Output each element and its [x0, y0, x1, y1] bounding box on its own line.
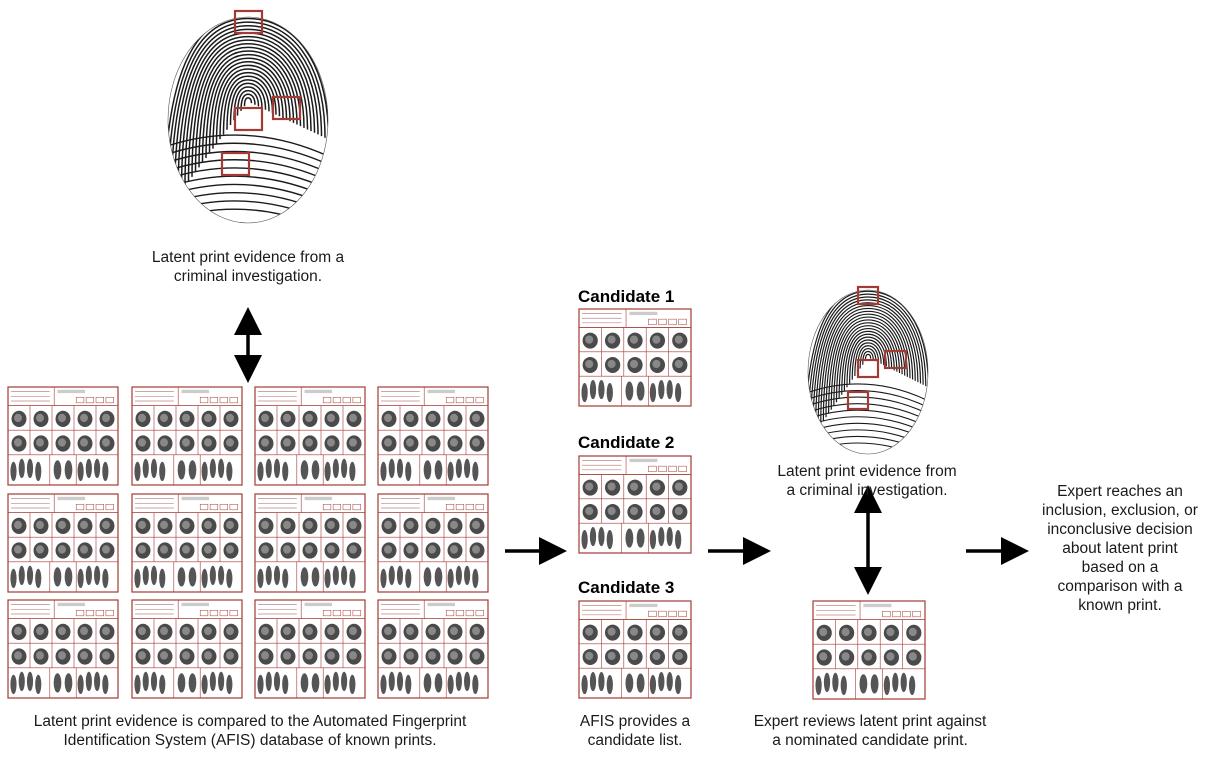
highlight-box — [883, 349, 908, 370]
highlight-box — [846, 390, 870, 411]
database-card — [7, 599, 119, 699]
highlight-box — [856, 285, 880, 306]
database-card — [131, 493, 243, 593]
afis-caption: AFIS provides a candidate list. — [579, 713, 691, 749]
database-card — [377, 493, 489, 593]
latent-print-caption-right: Latent print evidence from a criminal in… — [777, 463, 957, 499]
candidate-2-card — [578, 455, 692, 554]
database-card — [254, 493, 366, 593]
candidate-2-label: Candidate 2 — [578, 433, 675, 452]
latent-fingerprint-large — [167, 16, 329, 224]
highlight-box — [220, 151, 251, 177]
database-card — [7, 493, 119, 593]
database-card — [131, 599, 243, 699]
candidate-1-card — [578, 308, 692, 407]
database-card — [7, 386, 119, 486]
highlight-box — [233, 9, 264, 35]
candidate-1-label: Candidate 1 — [578, 287, 675, 306]
nominated-candidate-card — [812, 600, 926, 700]
highlight-box — [856, 358, 880, 379]
database-card — [377, 386, 489, 486]
decision-caption: Expert reaches an inclusion, exclusion, … — [1042, 483, 1198, 614]
latent-fingerprint-small — [807, 289, 929, 455]
database-card — [254, 599, 366, 699]
candidate-3-card — [578, 600, 692, 699]
latent-print-caption-top: Latent print evidence from a criminal in… — [151, 249, 345, 285]
database-card — [131, 386, 243, 486]
candidate-3-label: Candidate 3 — [578, 578, 675, 597]
database-caption: Latent print evidence is compared to the… — [33, 713, 467, 749]
highlight-box — [271, 95, 302, 121]
database-card — [377, 599, 489, 699]
database-card — [254, 386, 366, 486]
highlight-box — [233, 106, 264, 132]
expert-review-caption: Expert reviews latent print against a no… — [753, 713, 987, 749]
